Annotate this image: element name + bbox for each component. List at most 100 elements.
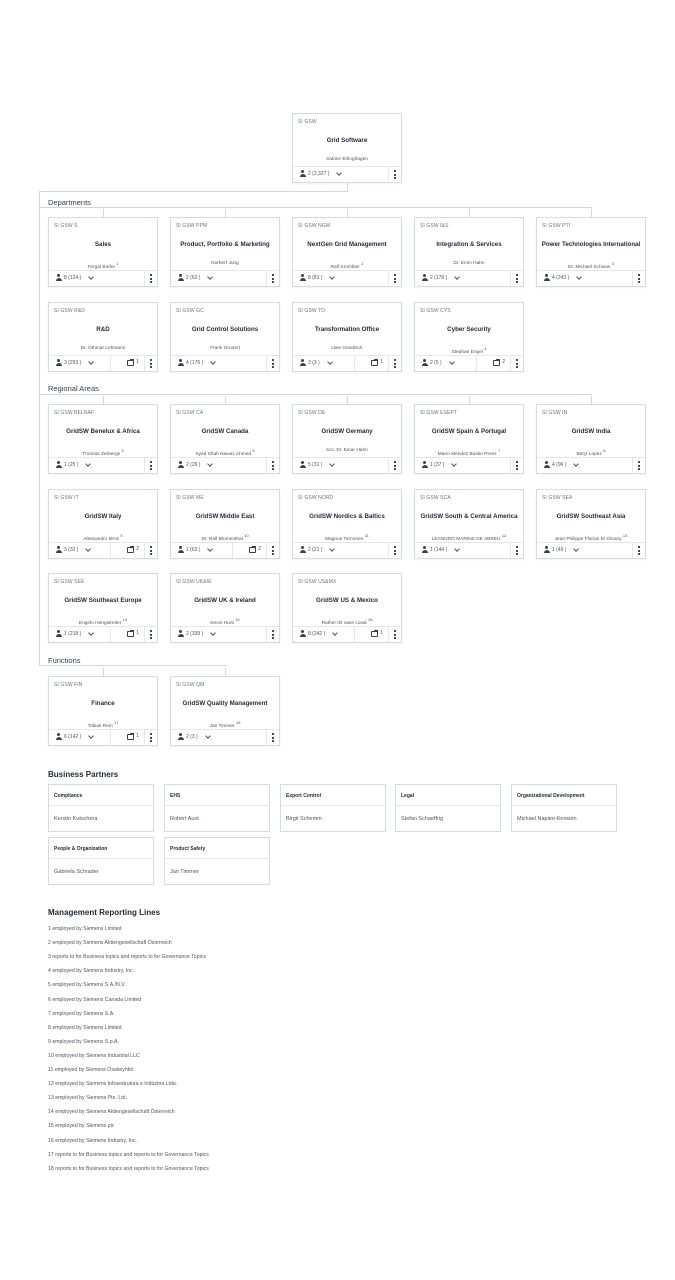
employee-count[interactable]: 4 (176 ) xyxy=(177,358,217,366)
open-positions[interactable]: 2 xyxy=(249,545,261,553)
more-options-icon[interactable] xyxy=(271,359,275,368)
employee-count[interactable]: 4 (96 ) xyxy=(543,460,580,468)
more-options-icon[interactable] xyxy=(393,461,397,470)
employee-count[interactable]: 2 (5 ) xyxy=(421,358,455,366)
more-options-icon[interactable] xyxy=(393,170,397,179)
more-options-icon[interactable] xyxy=(271,630,275,639)
more-options-icon[interactable] xyxy=(271,546,275,555)
employee-count[interactable]: 8 (124 ) xyxy=(55,273,95,281)
more-options-icon[interactable] xyxy=(515,274,519,283)
more-options-icon[interactable] xyxy=(149,359,153,368)
person-icon xyxy=(299,630,306,637)
employee-count[interactable]: 6 (142 ) xyxy=(55,732,95,740)
open-positions[interactable]: 1 xyxy=(127,358,139,366)
person-icon xyxy=(421,461,428,468)
more-options-icon[interactable] xyxy=(515,359,519,368)
open-positions[interactable]: 2 xyxy=(493,358,505,366)
employee-count[interactable]: 1 (37 ) xyxy=(421,460,458,468)
more-options-icon[interactable] xyxy=(515,546,519,555)
reporting-line-note: 7 employed by Siemens S.A. xyxy=(48,1010,115,1017)
person-icon xyxy=(421,274,428,281)
employee-count[interactable]: 2 (62 ) xyxy=(177,273,214,281)
more-options-icon[interactable] xyxy=(271,733,275,742)
employee-count[interactable]: 8 (242 ) xyxy=(299,629,339,637)
open-positions[interactable]: 1 xyxy=(371,629,383,637)
employee-count[interactable]: 8 (81 ) xyxy=(299,273,336,281)
more-options-icon[interactable] xyxy=(271,461,275,470)
more-options-icon[interactable] xyxy=(149,733,153,742)
employee-count[interactable]: 1 (144 ) xyxy=(421,545,461,553)
chevron-down-icon xyxy=(332,629,339,636)
reporting-line-note: 11 employed by Siemens Osakeyhtiö xyxy=(48,1067,134,1073)
more-options-icon[interactable] xyxy=(149,630,153,639)
org-head: Syed Shah Nawaz Ahmed 6 xyxy=(195,448,255,457)
org-card-root[interactable]: SI GSW Grid Software Sabine Erlinghagen … xyxy=(292,113,402,183)
more-options-icon[interactable] xyxy=(271,274,275,283)
employee-count[interactable]: 2 (178 ) xyxy=(421,273,461,281)
more-options-icon[interactable] xyxy=(637,461,641,470)
open-positions[interactable]: 2 xyxy=(127,545,139,553)
employee-count[interactable]: 3 (32 ) xyxy=(55,545,92,553)
employee-count[interactable]: 5 (31 ) xyxy=(299,460,336,468)
employee-count[interactable]: 2 (339 ) xyxy=(177,629,217,637)
employee-count[interactable]: 1 (25 ) xyxy=(55,460,92,468)
more-options-icon[interactable] xyxy=(393,274,397,283)
more-options-icon[interactable] xyxy=(393,630,397,639)
employee-count[interactable]: 1 (218 ) xyxy=(55,629,95,637)
employee-count[interactable]: 3 (293 ) xyxy=(55,358,95,366)
more-options-icon[interactable] xyxy=(515,461,519,470)
more-options-icon[interactable] xyxy=(149,461,153,470)
chevron-down-icon xyxy=(336,169,343,176)
employee-count[interactable]: 2 (2,327 ) xyxy=(299,169,343,177)
employee-count[interactable]: 2 (21 ) xyxy=(299,545,336,553)
more-options-icon[interactable] xyxy=(393,359,397,368)
more-options-icon[interactable] xyxy=(637,274,641,283)
more-options-icon[interactable] xyxy=(149,546,153,555)
employee-count[interactable]: 1 (49 ) xyxy=(543,545,580,553)
open-positions[interactable]: 1 xyxy=(371,358,383,366)
employee-count[interactable]: 1 (63 ) xyxy=(177,545,214,553)
employee-count[interactable]: 3 (3 ) xyxy=(299,358,333,366)
org-name: GridSW Quality Management xyxy=(182,700,268,707)
more-options-icon[interactable] xyxy=(637,546,641,555)
employee-count[interactable]: 4 (243 ) xyxy=(543,273,583,281)
more-options-icon[interactable] xyxy=(149,274,153,283)
chevron-down-icon xyxy=(210,358,217,365)
open-positions[interactable]: 1 xyxy=(127,629,139,637)
employee-count[interactable]: 2 (29 ) xyxy=(177,460,214,468)
open-positions[interactable]: 1 xyxy=(127,732,139,740)
employee-count[interactable]: 2 (3 ) xyxy=(177,732,211,740)
more-options-icon[interactable] xyxy=(393,546,397,555)
